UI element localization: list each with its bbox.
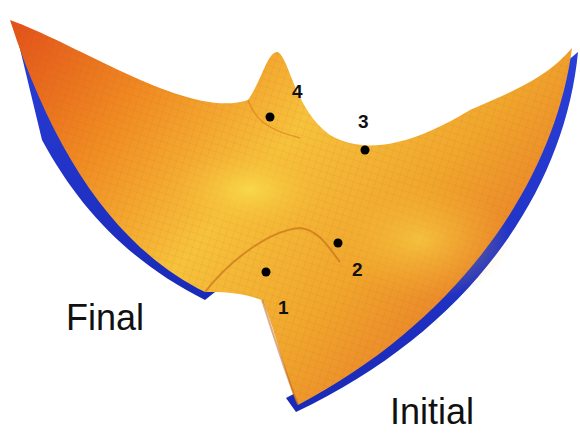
state-label: Initial <box>390 394 474 430</box>
basin-highlight <box>330 180 510 300</box>
callout-number: 2 <box>352 260 363 279</box>
state-label: Final <box>66 300 144 336</box>
surface-mesh <box>10 20 572 405</box>
basin-highlight <box>170 145 330 235</box>
callout-number: 4 <box>292 82 303 101</box>
stationary-point <box>334 239 343 248</box>
stationary-point <box>266 113 275 122</box>
ridge-line <box>205 228 340 292</box>
callout-number: 3 <box>358 112 369 131</box>
ridge-line <box>248 100 300 138</box>
surface-top <box>10 20 572 405</box>
stationary-point <box>361 146 370 155</box>
stationary-point <box>262 268 271 277</box>
callout-number: 1 <box>278 298 289 317</box>
